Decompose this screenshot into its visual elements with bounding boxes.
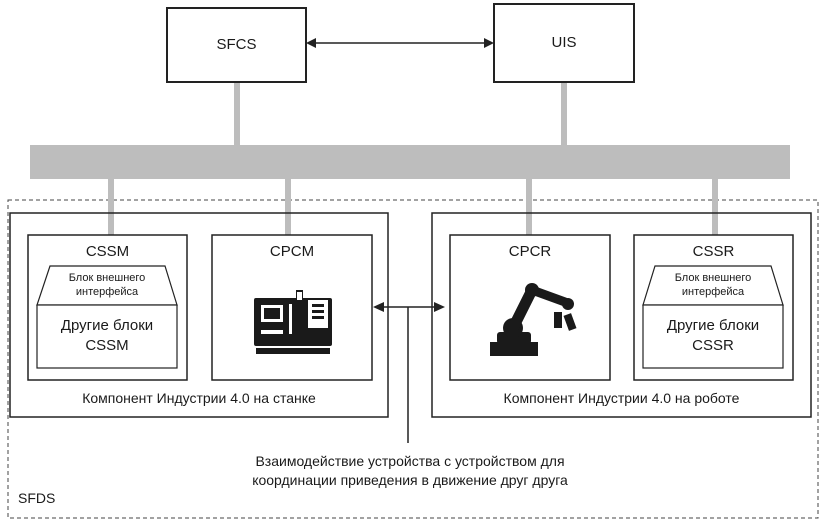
cssm-interface-line-2: интерфейса — [75, 286, 139, 298]
interaction-note-line-1: Взаимодействие устройства с устройством … — [255, 453, 565, 469]
communication-bus — [30, 145, 790, 179]
interaction-note: Взаимодействие устройства с устройством … — [210, 452, 610, 490]
machine-component-box — [9, 212, 389, 418]
uis-bus-connector — [561, 82, 567, 145]
uis-box — [493, 3, 635, 83]
cssm-other-label: Другие блоки CSSM — [37, 316, 177, 356]
interaction-note-line-2: координации приведения в движение друг д… — [252, 472, 568, 488]
cssr-other-line-2: CSSR — [692, 337, 734, 354]
cssr-interface-line-1: Блок внешнего — [674, 272, 752, 284]
cssm-interface-label: Блок внешнего интерфейса — [37, 271, 177, 299]
robot-component-box — [431, 212, 812, 418]
cssm-interface-line-1: Блок внешнего — [68, 272, 146, 284]
cssr-interface-label: Блок внешнего интерфейса — [643, 271, 783, 299]
sfcs-box — [166, 7, 307, 83]
cssr-other-label: Другие блоки CSSR — [643, 316, 783, 356]
sfds-boundary — [7, 199, 819, 519]
cssr-other-line-1: Другие блоки — [666, 317, 760, 334]
device-interaction-arrow — [373, 302, 445, 443]
sfcs-label: SFCS — [216, 36, 257, 53]
sfcs-bus-connector — [234, 82, 240, 145]
cssr-title: CSSR — [692, 243, 735, 260]
cssm-other-blocks — [36, 304, 178, 369]
sfds-label: SFDS — [18, 490, 56, 506]
cpcm-bus-connector — [285, 179, 291, 235]
sfcs-uis-arrow — [306, 38, 494, 48]
cssr-bus-connector — [712, 179, 718, 235]
robot-component-caption: Компонент Индустрии 4.0 на роботе — [503, 390, 740, 406]
cpcm-title: CPCM — [269, 243, 315, 260]
cssm-other-line-2: CSSM — [85, 337, 129, 354]
cnc-machine-icon — [254, 290, 332, 354]
cssr-other-blocks — [642, 304, 784, 369]
robot-arm-icon — [490, 283, 577, 356]
uis-label: UIS — [551, 34, 577, 51]
cssm-other-line-1: Другие блоки — [60, 317, 154, 334]
cssm-bus-connector — [108, 179, 114, 235]
machine-component-caption: Компонент Индустрии 4.0 на станке — [82, 390, 316, 406]
cpcr-title: CPCR — [508, 243, 552, 260]
cpcr-bus-connector — [526, 179, 532, 235]
cssr-interface-line-2: интерфейса — [681, 286, 745, 298]
cssm-title: CSSM — [85, 243, 130, 260]
